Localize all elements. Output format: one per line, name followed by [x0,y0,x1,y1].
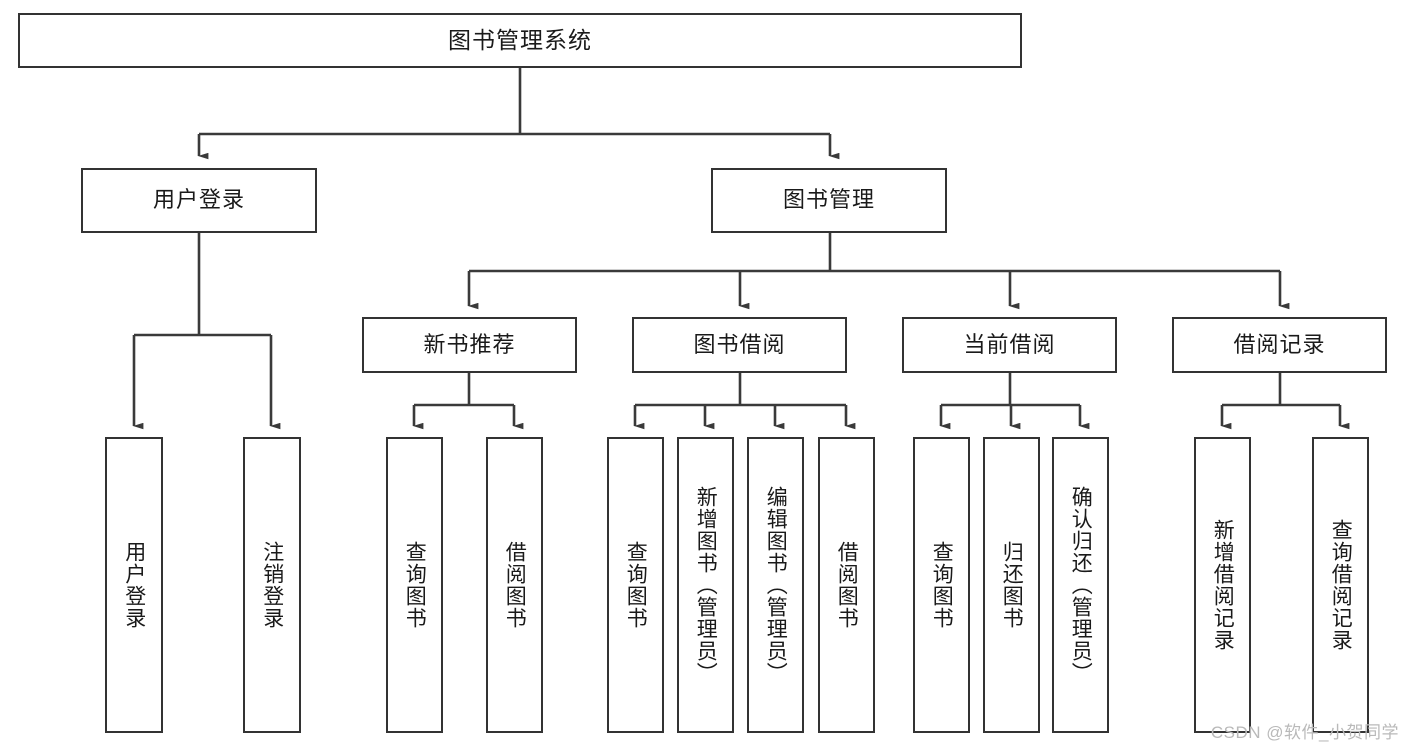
node-label: 查询图书 [930,541,954,629]
node-label: 查询借阅记录 [1329,519,1353,651]
node-current-return-book[interactable]: 归还图书 [983,437,1040,733]
node-user-login-do[interactable]: 用户登录 [105,437,163,733]
node-record-query[interactable]: 查询借阅记录 [1312,437,1369,733]
node-current-borrow[interactable]: 当前借阅 [902,317,1117,373]
node-label: 借阅图书 [835,541,859,629]
node-user-logout[interactable]: 注销登录 [243,437,301,733]
node-borrow-query-book[interactable]: 查询图书 [607,437,664,733]
node-record-add[interactable]: 新增借阅记录 [1194,437,1251,733]
node-borrow-edit-book[interactable]: 编辑图书（管理员） [747,437,804,733]
node-borrow-record[interactable]: 借阅记录 [1172,317,1387,373]
node-current-query-book[interactable]: 查询图书 [913,437,970,733]
node-borrow-add-book[interactable]: 新增图书（管理员） [677,437,734,733]
node-borrow-do-borrow[interactable]: 借阅图书 [818,437,875,733]
node-label: 注销登录 [260,541,284,629]
node-label: 查询图书 [624,541,648,629]
node-label: 确认归还（管理员） [1069,486,1093,684]
node-recommend-query-book[interactable]: 查询图书 [386,437,443,733]
node-label: 归还图书 [1000,541,1024,629]
node-label: 编辑图书（管理员） [764,486,788,684]
node-recommend-borrow-book[interactable]: 借阅图书 [486,437,543,733]
node-label: 新增图书（管理员） [694,486,718,684]
node-root[interactable]: 图书管理系统 [18,13,1022,68]
node-label: 借阅图书 [503,541,527,629]
node-user-login[interactable]: 用户登录 [81,168,317,233]
node-book-manage[interactable]: 图书管理 [711,168,947,233]
node-label: 新增借阅记录 [1211,519,1235,651]
node-label: 用户登录 [122,541,146,629]
node-current-confirm-return[interactable]: 确认归还（管理员） [1052,437,1109,733]
node-label: 查询图书 [403,541,427,629]
node-new-book-recommend[interactable]: 新书推荐 [362,317,577,373]
csdn-watermark: CSDN @软件_小贺同学 [1210,723,1399,742]
node-book-borrow[interactable]: 图书借阅 [632,317,847,373]
